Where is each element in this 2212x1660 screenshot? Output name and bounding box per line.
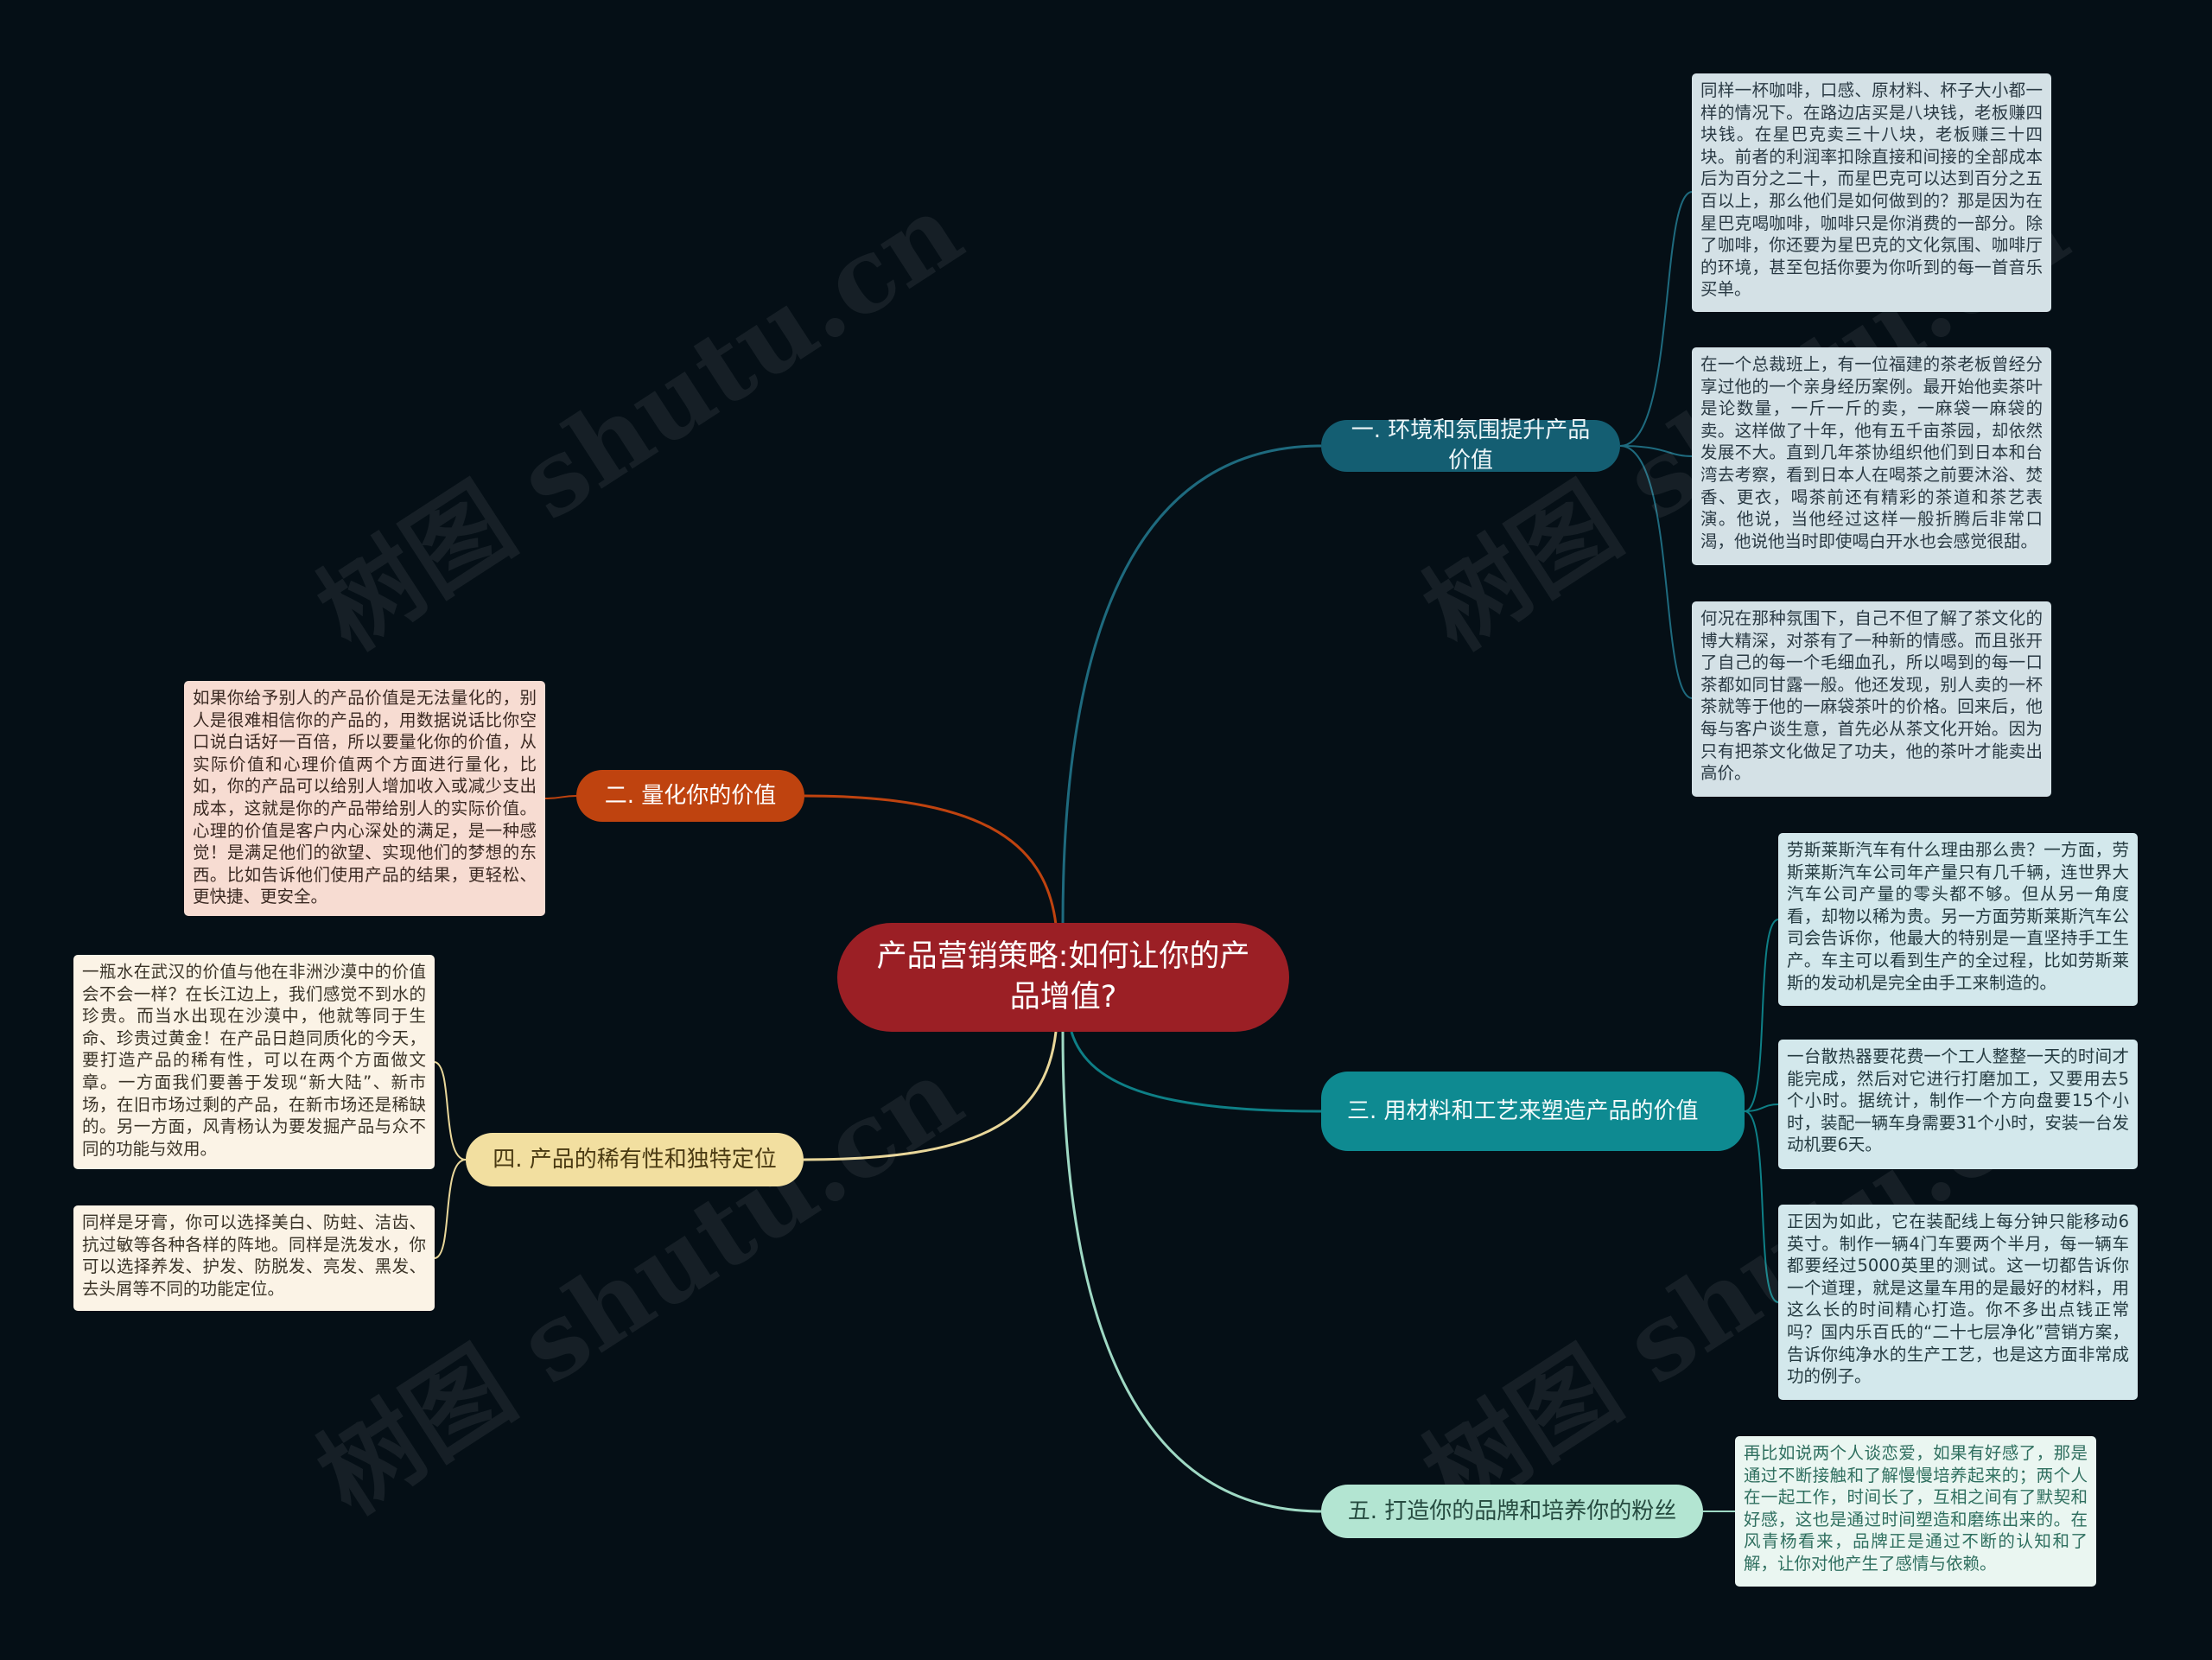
root-topic[interactable]: 产品营销策略:如何让你的产品增值? (837, 923, 1289, 1032)
branch-2-topic[interactable]: 二. 量化你的价值 (576, 770, 804, 822)
leaf-note[interactable]: 一瓶水在武汉的价值与他在非洲沙漠中的价值会不会一样？在长江边上，我们感觉不到水的… (73, 955, 435, 1169)
leaf-note[interactable]: 劳斯莱斯汽车有什么理由那么贵？一方面，劳斯莱斯汽车公司年产量只有几千辆，连世界大… (1778, 833, 2138, 1006)
branch-label: 一. 环境和氛围提升产品价值 (1351, 417, 1591, 474)
leaf-note[interactable]: 正因为如此，它在装配线上每分钟只能移动6英寸。制作一辆4门车要两个半月，每一辆车… (1778, 1205, 2138, 1400)
branch-label: 五. 打造你的品牌和培养你的粉丝 (1347, 1498, 1677, 1524)
leaf-note[interactable]: 同样是牙膏，你可以选择美白、防蛀、洁齿、抗过敏等各种各样的阵地。同样是洗发水，你… (73, 1205, 435, 1311)
connector-line (1619, 191, 1693, 447)
branch-5-topic[interactable]: 五. 打造你的品牌和培养你的粉丝 (1321, 1485, 1703, 1538)
connector-line (1070, 1031, 1322, 1113)
branch-label: 二. 量化你的价值 (604, 782, 777, 809)
branch-1-topic[interactable]: 一. 环境和氛围提升产品价值 (1321, 417, 1620, 474)
leaf-note[interactable]: 再比如说两个人谈恋爱，如果有好感了，那是通过不断接触和了解慢慢培养起来的；两个人… (1735, 1436, 2096, 1587)
leaf-note[interactable]: 如果你给予别人的产品价值是无法量化的，别人是很难相信你的产品的，用数据说话比你空… (184, 681, 545, 916)
leaf-note[interactable]: 在一个总裁班上，有一位福建的茶老板曾经分享过他的一个亲身经历案例。最开始他卖茶叶… (1692, 347, 2051, 565)
branch-label: 四. 产品的稀有性和独特定位 (493, 1146, 777, 1173)
connector-line (804, 794, 1058, 925)
leaf-note[interactable]: 同样一杯咖啡，口感、原材料、杯子大小都一样的情况下。在路边店买是八块钱，老板赚四… (1692, 73, 2051, 312)
branch-label: 三. 用材料和工艺来塑造产品的价值 (1347, 1097, 1699, 1124)
connector-line (544, 795, 577, 799)
connector-line (1744, 1103, 1779, 1112)
connector-line (1619, 445, 1693, 457)
connector-line (1061, 444, 1322, 925)
connector-line (1061, 1031, 1322, 1513)
root-topic-label: 产品营销策略:如何让你的产品增值? (876, 939, 1250, 1014)
connector-line (1619, 445, 1693, 699)
leaf-note[interactable]: 一台散热器要花费一个工人整整一天的时间才能完成，然后对它进行打磨加工，又要用去5… (1778, 1040, 2138, 1169)
connector-line (1744, 1110, 1779, 1303)
connector-line (434, 1159, 467, 1259)
leaf-note[interactable]: 何况在那种氛围下，自己不但了解了茶文化的博大精深，对茶有了一种新的情感。而且张开… (1692, 601, 2051, 797)
connector-line (1744, 919, 1779, 1112)
connector-line (803, 1031, 1058, 1161)
branch-4-topic[interactable]: 四. 产品的稀有性和独特定位 (466, 1133, 804, 1186)
connector-line (434, 1061, 467, 1161)
branch-3-topic[interactable]: 三. 用材料和工艺来塑造产品的价值 (1321, 1072, 1745, 1151)
